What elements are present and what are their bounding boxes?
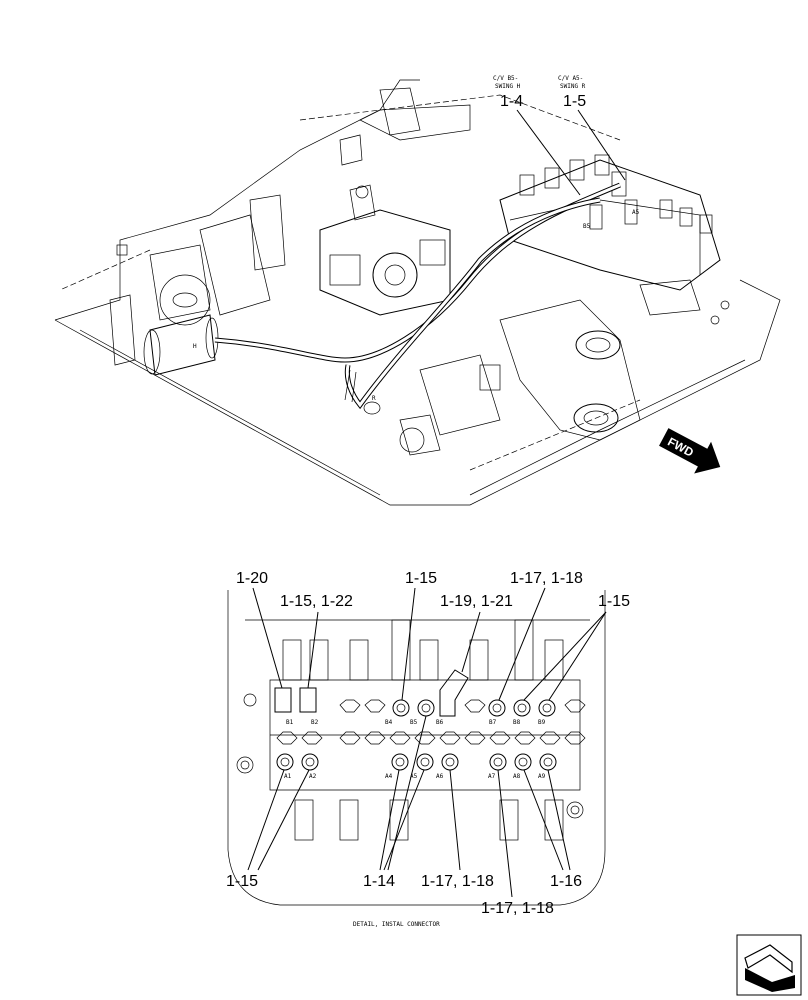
callout-1-15-top: 1-15: [405, 570, 437, 587]
control-valve: [499, 154, 730, 325]
callout-1-15-right: 1-15: [598, 593, 630, 610]
port-label-a4: A4: [385, 773, 393, 780]
detail-caption: DETAIL, INSTAL CONNECTOR: [353, 921, 440, 928]
connector-b6: [439, 669, 469, 717]
connector-b5: [417, 699, 435, 717]
upper-isometric-view: H R B5 A5 C/V B5- SWING H C/V A5- SWING …: [54, 75, 781, 506]
connector-a8: [514, 753, 532, 771]
port-label-a9: A9: [538, 773, 546, 780]
connector-a7: [489, 753, 507, 771]
connector-b7: [488, 699, 506, 717]
port-label-a8: A8: [513, 773, 521, 780]
port-h-label: H: [193, 343, 197, 350]
leader-1-4: [516, 109, 581, 196]
swing-h-caption-line1: C/V B5-: [493, 75, 518, 82]
port-b5-label: B5: [583, 223, 591, 230]
swing-motor: [319, 184, 451, 316]
swing-r-caption-line1: C/V A5-: [558, 75, 583, 82]
port-label-b4: B4: [385, 719, 393, 726]
port-label-a6: A6: [436, 773, 444, 780]
connector-a6: [441, 753, 459, 771]
connector-a1: [276, 753, 294, 771]
callout-1-4: 1-4: [500, 93, 523, 110]
port-label-a7: A7: [488, 773, 496, 780]
port-label-a1: A1: [284, 773, 292, 780]
port-label-b2: B2: [311, 719, 319, 726]
swing-r-caption-line2: SWING R: [560, 83, 586, 90]
callout-1-15-bottom: 1-15: [226, 873, 258, 890]
port-label-b8: B8: [513, 719, 521, 726]
connector-a5: [416, 753, 434, 771]
callout-1-17-1-18-mid: 1-17, 1-18: [421, 873, 494, 890]
callout-1-20: 1-20: [236, 570, 268, 587]
callout-1-14: 1-14: [363, 873, 395, 890]
port-r-label: R: [372, 395, 376, 402]
callout-1-16: 1-16: [550, 873, 582, 890]
b-port-row: B1 B2 B4 B5 B6 B7 B8 B9: [274, 669, 556, 726]
callout-1-17-1-18-bottom: 1-17, 1-18: [481, 900, 554, 917]
connector-b8: [513, 699, 531, 717]
leader-1-5: [577, 109, 626, 181]
connector-b9: [538, 699, 556, 717]
callout-1-5: 1-5: [563, 93, 586, 110]
connector-b4: [392, 699, 410, 717]
callout-1-17-1-18-top: 1-17, 1-18: [510, 570, 583, 587]
detail-leader-lines: [247, 587, 607, 898]
connector-a4: [391, 753, 409, 771]
fwd-arrow-icon: FWD: [659, 428, 721, 474]
port-a5-label: A5: [632, 209, 640, 216]
callout-1-19-1-21: 1-19, 1-21: [440, 593, 513, 610]
connector-a9: [539, 753, 557, 771]
port-label-b7: B7: [489, 719, 497, 726]
port-label-b1: B1: [286, 719, 294, 726]
connector-a2: [301, 753, 319, 771]
page-navigation-icon[interactable]: [736, 934, 802, 996]
a-port-row: A1 A2 A4 A5 A6 A7 A8 A9: [276, 753, 557, 780]
callout-1-15-1-22: 1-15, 1-22: [280, 593, 353, 610]
swing-h-caption-line2: SWING H: [495, 83, 521, 90]
connector-b2: [299, 687, 317, 713]
valve-hex-nuts: [276, 699, 586, 745]
connector-b1: [274, 687, 292, 713]
port-label-b9: B9: [538, 719, 546, 726]
detail-view: B1 B2 B4 B5 B6 B7 B8 B9 A1 A2 A4 A5 A6 A…: [226, 570, 630, 928]
port-label-a5: A5: [410, 773, 418, 780]
swing-hoses: [214, 182, 621, 415]
port-label-a2: A2: [309, 773, 317, 780]
port-label-b6: B6: [436, 719, 444, 726]
port-label-b5: B5: [410, 719, 418, 726]
